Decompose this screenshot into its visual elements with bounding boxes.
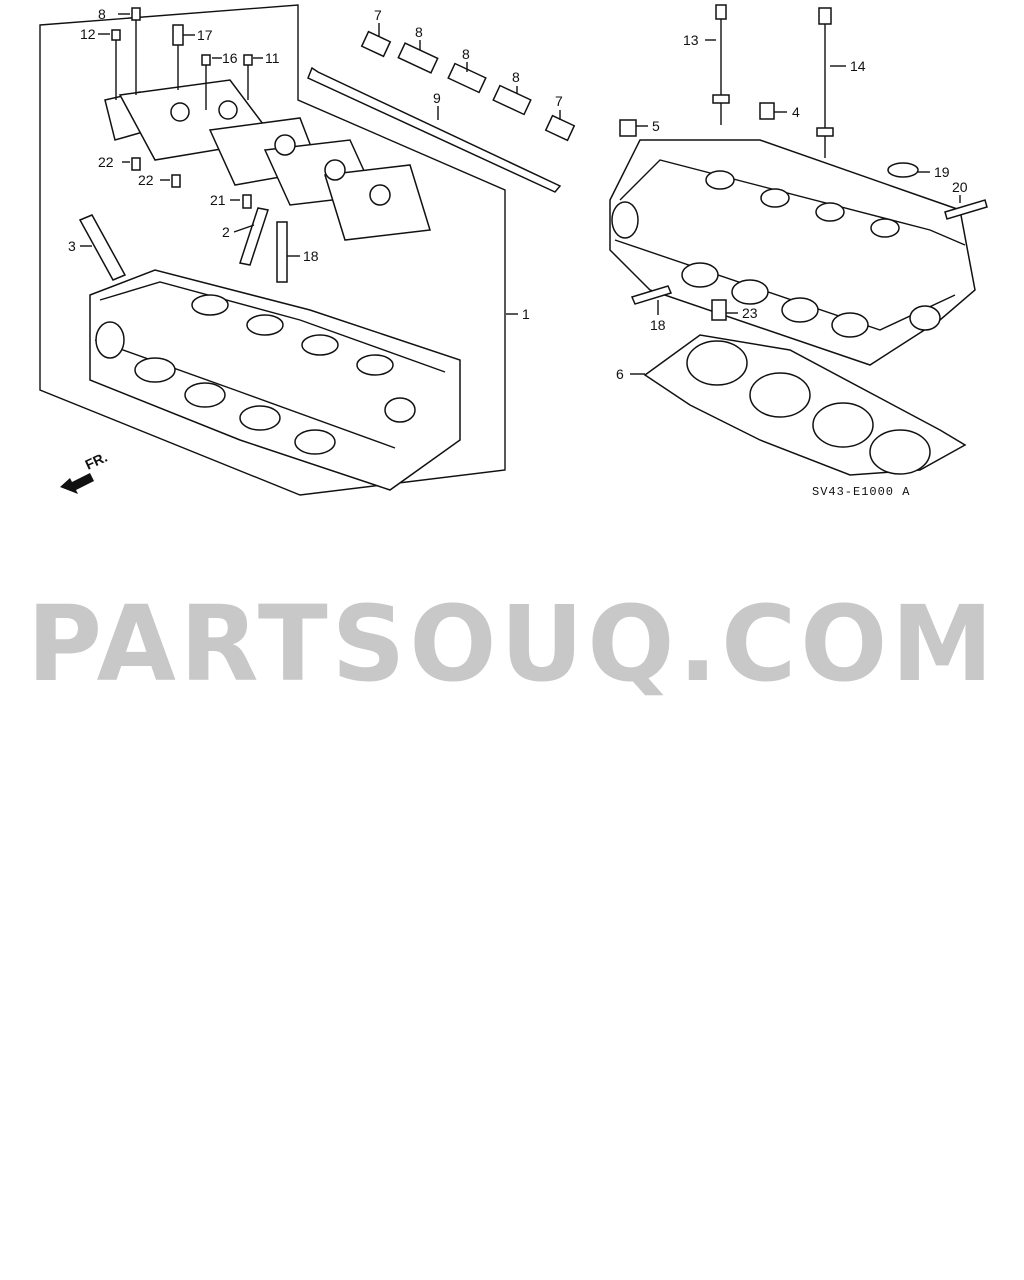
callout-7: 7 bbox=[555, 93, 563, 109]
callout-4: 4 bbox=[792, 104, 800, 120]
callout-10: 8 bbox=[98, 6, 106, 22]
callout-6: 6 bbox=[616, 366, 624, 382]
callout-labels: 8 12 17 16 11 22 22 21 2 3 18 7 8 8 8 7 … bbox=[68, 6, 968, 382]
callout-13: 13 bbox=[683, 32, 699, 48]
head-gasket bbox=[643, 334, 967, 476]
callout-14: 14 bbox=[850, 58, 866, 74]
callout-17: 18 bbox=[303, 248, 319, 264]
watermark: PARTSOUQ.COM bbox=[27, 583, 997, 705]
callout-23: 23 bbox=[742, 305, 758, 321]
callout-8: 8 bbox=[512, 69, 520, 85]
svg-text:FR.: FR. bbox=[83, 449, 110, 473]
callout-11: 11 bbox=[265, 50, 280, 66]
diagram-code: SV43-E1000 A bbox=[812, 485, 910, 499]
callout-12: 12 bbox=[80, 26, 96, 42]
callout-22: 22 bbox=[138, 172, 154, 188]
front-direction-arrow: FR. bbox=[60, 449, 110, 494]
pipes-and-studs bbox=[78, 207, 288, 283]
assembly-boundary bbox=[39, 4, 506, 496]
callout-9: 9 bbox=[433, 90, 441, 106]
callout-2: 2 bbox=[222, 224, 230, 240]
rocker-arm-assembly bbox=[104, 79, 431, 241]
watermark-text: PARTSOUQ.COM bbox=[27, 583, 997, 705]
callout-20: 20 bbox=[952, 179, 968, 195]
cylinder-head-left bbox=[89, 269, 461, 491]
dowel-pins bbox=[360, 30, 576, 142]
callout-3: 3 bbox=[68, 238, 76, 254]
callout-5: 5 bbox=[652, 118, 660, 134]
cylinder-head-right bbox=[609, 139, 976, 366]
callout-8: 8 bbox=[462, 46, 470, 62]
callout-7: 7 bbox=[374, 7, 382, 23]
leader-lines bbox=[80, 13, 961, 375]
callout-18: 18 bbox=[650, 317, 666, 333]
callout-22: 22 bbox=[98, 154, 114, 170]
callout-16: 17 bbox=[197, 27, 213, 43]
callout-8: 8 bbox=[415, 24, 423, 40]
callout-19: 19 bbox=[934, 164, 950, 180]
callout-21: 21 bbox=[210, 192, 226, 208]
callout-1: 1 bbox=[522, 306, 530, 322]
rocker-shaft bbox=[307, 66, 562, 193]
parts-diagram: FR. bbox=[39, 4, 988, 499]
bolt-group-right bbox=[619, 4, 988, 321]
callout-15: 16 bbox=[222, 50, 238, 66]
bolt-group-left bbox=[111, 7, 253, 209]
